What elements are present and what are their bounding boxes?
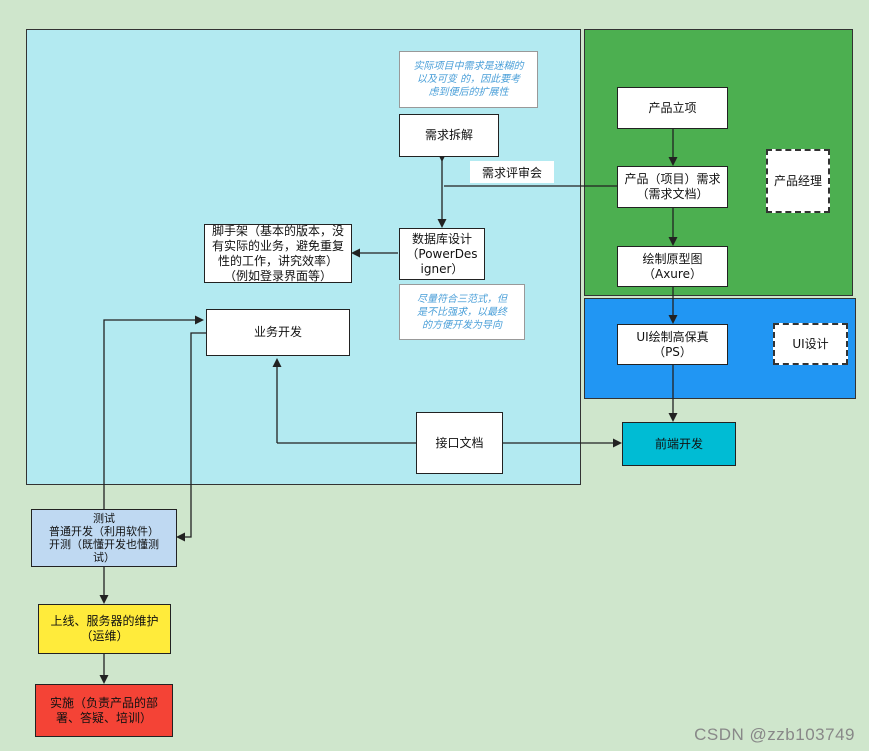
requirements-note: 实际项目中需求是迷糊的 以及可变 的，因此要考 虑到便后的扩展性 [399,51,538,108]
product-manager-role: 产品经理 [766,149,830,213]
ui-designer-role: UI设计 [773,323,848,365]
watermark: CSDN @zzb103749 [694,725,855,744]
database-note: 尽量符合三范式，但 是不比强求，以最终 的方便开发为导向 [399,284,525,340]
ops-box: 上线、服务器的维护 （运维） [38,604,171,654]
impl-box: 实施（负责产品的部 署、答疑、培训） [35,684,173,737]
ui-design-box: UI绘制高保真 （PS） [617,324,728,365]
requirement-review-label: 需求评审会 [470,161,554,183]
api-doc-box: 接口文档 [416,412,503,474]
business-dev-box: 业务开发 [206,309,350,356]
product-requirement-box: 产品（项目）需求 （需求文档） [617,166,728,208]
requirement-decompose-box: 需求拆解 [399,114,499,157]
scaffold-box: 脚手架（基本的版本，没 有实际的业务，避免重复 性的工作，讲究效率） （例如登录… [204,224,352,283]
database-design-box: 数据库设计 （PowerDes igner） [399,228,485,280]
frontend-dev-box: 前端开发 [622,422,736,466]
test-box: 测试 普通开发（利用软件） 开测（既懂开发也懂测 试） [31,509,177,567]
prototype-box: 绘制原型图 （Axure） [617,246,728,287]
product-initiation-box: 产品立项 [617,87,728,129]
